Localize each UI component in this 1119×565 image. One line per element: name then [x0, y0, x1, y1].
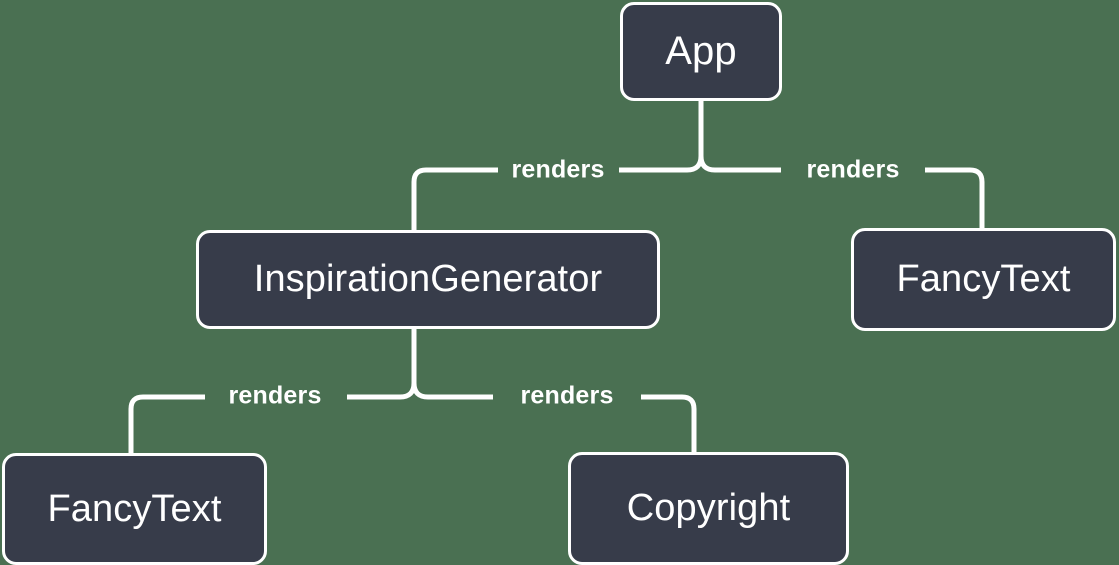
edge-label-inspirationgenerator-to-copyright: renders [520, 381, 614, 410]
edge-app-to-fancytext [698, 155, 781, 173]
edge-app-to-fancytext-right [925, 167, 985, 228]
edge-inspirationgenerator-to-copyright-right [641, 394, 697, 452]
node-fancytext-right[interactable]: FancyText [851, 228, 1116, 331]
edge-label-inspirationgenerator-to-fancytext: renders [228, 381, 322, 410]
node-copyright[interactable]: Copyright [568, 452, 849, 565]
node-fancytext-bottom-left[interactable]: FancyText [2, 453, 267, 565]
node-app[interactable]: App [620, 2, 782, 101]
edge-inspirationgenerator-to-fancytext-left [128, 394, 205, 453]
node-inspirationgenerator[interactable]: InspirationGenerator [196, 230, 660, 329]
edge-label-app-to-fancytext: renders [806, 155, 900, 184]
edge-label-app-to-inspirationgenerator: renders [511, 155, 605, 184]
edge-app-to-inspirationgenerator-left [411, 167, 498, 230]
edge-app-to-inspirationgenerator [619, 155, 704, 173]
edge-inspirationgenerator-to-copyright [411, 382, 493, 400]
edge-inspirationgenerator-to-fancytext [347, 382, 417, 400]
